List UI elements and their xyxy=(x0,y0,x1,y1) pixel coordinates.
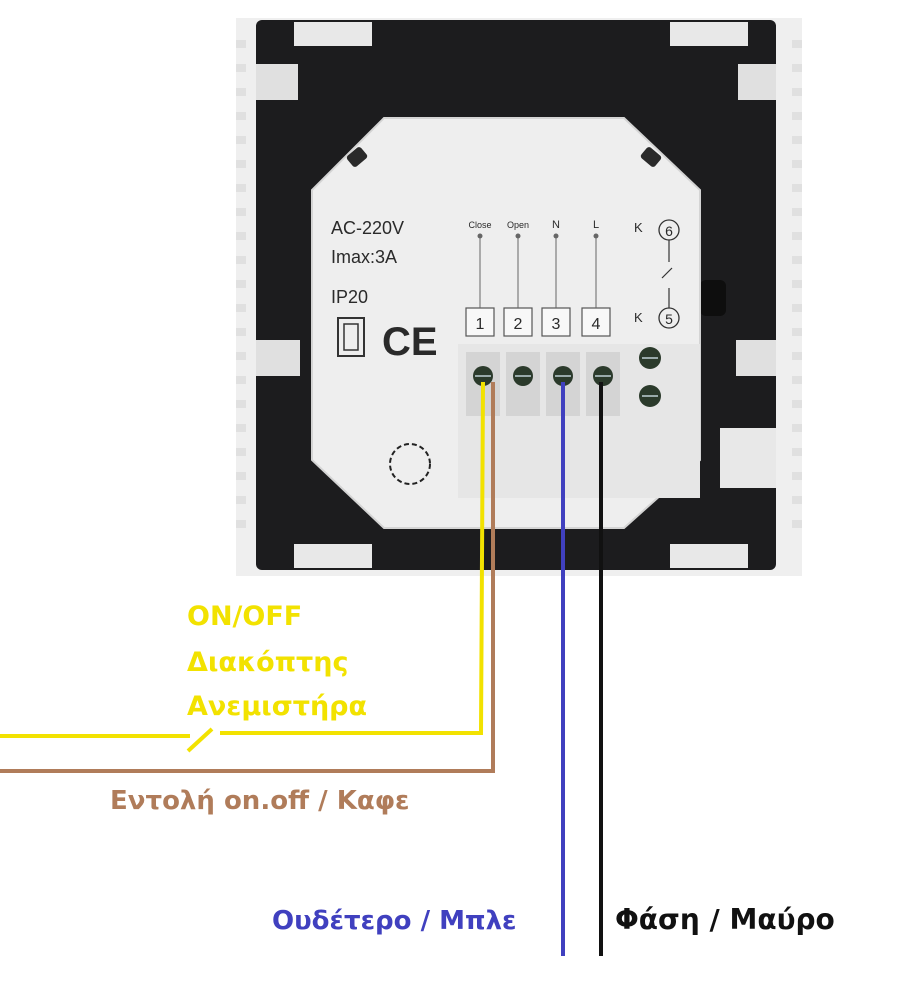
terminal-label-n: N xyxy=(552,219,560,231)
terminal-number-3: 3 xyxy=(552,316,561,333)
voltage-rating: AC-220V xyxy=(331,218,404,238)
neutral-wire-label: Ουδέτερο / Μπλε xyxy=(272,906,517,936)
relay-k-upper: K xyxy=(634,220,643,235)
ce-mark: CE xyxy=(382,320,438,364)
terminal-number-4: 4 xyxy=(592,316,601,333)
terminal-screw xyxy=(553,366,573,386)
switch-contact xyxy=(186,727,214,753)
phase-wire-label: Φάση / Μαύρο xyxy=(615,903,835,936)
terminal-block xyxy=(458,219,700,498)
fan-label: Ανεμιστήρα xyxy=(187,691,368,722)
relay-k-lower: K xyxy=(634,310,643,325)
switch-label: Διακόπτης xyxy=(187,647,349,678)
terminal-screw xyxy=(513,366,533,386)
terminal-label-l: L xyxy=(593,219,599,231)
brown-wire xyxy=(0,382,495,773)
terminal-number-2: 2 xyxy=(514,316,523,333)
current-rating: Imax:3A xyxy=(331,247,397,267)
terminal-label-open: Open xyxy=(507,220,529,230)
command-wire-label: Εντολή on.off / Καφε xyxy=(110,786,410,816)
terminal-number-1: 1 xyxy=(476,316,485,333)
relay-number-5: 5 xyxy=(665,311,673,327)
relay-screw xyxy=(639,385,661,407)
relay-number-6: 6 xyxy=(665,223,673,239)
terminal-screw xyxy=(473,366,493,386)
relay-screw xyxy=(639,347,661,369)
ip-rating: IP20 xyxy=(331,287,368,307)
terminal-label-close: Close xyxy=(468,220,491,230)
wires xyxy=(0,381,603,956)
yellow-wire xyxy=(220,381,485,735)
device-text: AC-220V Imax:3A IP20 CE Close Open N L 1… xyxy=(331,218,673,364)
onoff-label: ON/OFF xyxy=(187,601,303,632)
terminal-screw xyxy=(593,366,613,386)
